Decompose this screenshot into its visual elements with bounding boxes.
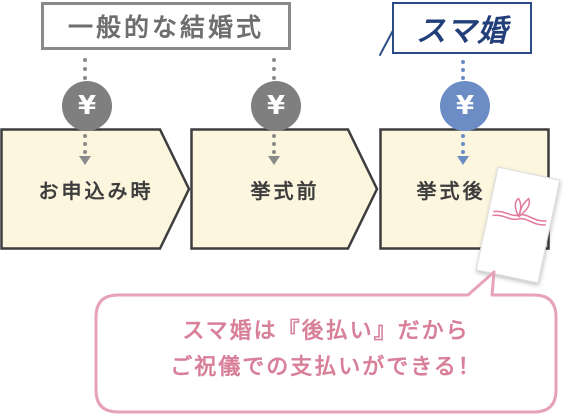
callout-line-1: スマ婚は『後払い』だから [182,319,470,344]
connector-bottom-1 [83,134,91,154]
yen-coin-icon: ¥ [251,81,301,131]
conventional-wedding-text: 一般的な結婚式 [67,13,264,42]
stage-before-ceremony: 挙式前 [190,128,380,250]
yen-symbol: ¥ [266,91,286,121]
brand-logo: スマ婚 [392,2,532,54]
down-arrow-icon [268,156,280,165]
yen-coin-highlight-icon: ¥ [440,81,490,131]
stage-arrow-shape [0,128,191,250]
connector-top-3 [461,60,469,80]
envelope-cord-icon [492,197,547,226]
conventional-wedding-label: 一般的な結婚式 [41,2,291,50]
down-arrow-icon [79,156,91,165]
stage-label: 挙式後 [416,178,486,203]
connector-top-2 [272,58,280,80]
stage-arrow-shape [190,128,379,250]
yen-symbol: ¥ [455,91,475,121]
callout-line-2: ご祝儀での支払いができる！ [170,355,482,380]
brand-logo-text: スマ婚 [415,14,509,49]
stage-label: 挙式前 [250,178,320,203]
connector-top-1 [83,58,91,80]
down-arrow-icon [457,156,469,165]
connector-bottom-3 [461,134,469,154]
connector-bottom-2 [272,134,280,154]
stage-application: お申込み時 [0,128,192,250]
callout-message: スマ婚は『後払い』だから ご祝儀での支払いができる！ [96,314,556,386]
yen-symbol: ¥ [77,91,97,121]
gift-envelope-icon [475,166,561,284]
stage-label: お申込み時 [38,178,154,203]
yen-coin-icon: ¥ [62,81,112,131]
